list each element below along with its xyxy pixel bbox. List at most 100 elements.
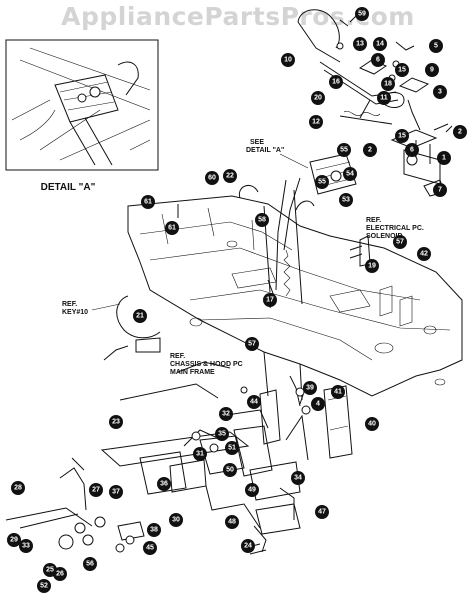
callout-bubble [133,309,147,323]
callout-bubble [223,169,237,183]
ref-electrical-line1: REF. [366,217,381,224]
callout-bubble [329,75,343,89]
callout-number: 35 [218,431,226,438]
callout-number: 16 [332,79,340,86]
callout-bubble [395,63,409,77]
callout-number: 34 [294,475,302,482]
ref-see-detail: SEE DETAIL "A" [246,139,309,169]
callout-bubble [425,63,439,77]
ref-key: REF. KEY#10 [62,301,121,316]
callout-bubble [339,193,353,207]
callout-number: 32 [222,411,230,418]
callout-bubble [405,143,419,157]
callout-bubble [453,125,467,139]
callout-number: 22 [226,173,234,180]
callout-bubble [433,85,447,99]
callout-number: 57 [396,239,404,246]
callout-bubble [365,259,379,273]
callout-number: 9 [430,67,434,74]
callout-number: 42 [420,251,428,258]
callout-bubble [303,381,317,395]
callout-bubble [331,385,345,399]
detail-a-inset [5,39,159,171]
ref-key-line2: KEY#10 [62,309,88,316]
callout-number: 31 [196,451,204,458]
callout-bubble [429,39,443,53]
callout-number: 24 [244,543,252,550]
callout-bubble [225,515,239,529]
callout-bubble [355,7,369,21]
callout-bubble [169,513,183,527]
callout-bubble [337,143,351,157]
ref-chassis-line2: CHASSIS & HOOD PC [170,361,243,368]
callout-number: 11 [380,95,388,102]
callout-bubble [11,481,25,495]
callout-number: 30 [172,517,180,524]
key-wire [103,295,161,361]
callout-bubble [417,247,431,261]
callout-number: 20 [314,95,322,102]
callout-number: 41 [334,389,342,396]
callout-number: 44 [250,399,258,406]
callout-bubble [353,37,367,51]
callout-number: 19 [368,263,376,270]
ref-see-detail-line2: DETAIL "A" [246,147,284,154]
callout-number: 47 [318,509,326,516]
callout-number: 26 [56,571,64,578]
callout-number: 61 [168,225,176,232]
callout-number: 59 [358,11,366,18]
callout-bubble [109,485,123,499]
callout-number: 6 [410,147,414,154]
callout-bubble [225,441,239,455]
callout-bubble [343,167,357,181]
callout-number: 37 [112,489,120,496]
callout-number: 57 [248,341,256,348]
callout-number: 7 [438,187,442,194]
callout-number: 14 [376,41,384,48]
callout-bubble [315,175,329,189]
springs-rods [177,184,303,309]
callout-number: 45 [146,545,154,552]
callout-number: 4 [316,401,320,408]
callout-number: 10 [284,57,292,64]
callout-bubble [37,579,51,593]
ref-see-detail-line1: SEE [250,139,264,146]
callout-number: 61 [144,199,152,206]
callout-bubble [19,539,33,553]
callout-bubble [315,505,329,519]
callout-bubble [247,395,261,409]
callout-number: 29 [10,537,18,544]
callout-number: 33 [22,543,30,550]
callout-bubble [143,541,157,555]
callout-number: 53 [342,197,350,204]
callout-bubble [109,415,123,429]
callout-number: 12 [312,119,320,126]
callout-number: 17 [266,297,274,304]
callout-number: 13 [356,41,364,48]
callout-bubble [245,483,259,497]
callout-number: 56 [86,561,94,568]
ref-chassis-line1: REF. [170,353,185,360]
callout-number: 15 [398,67,406,74]
ref-key-line1: REF. [62,301,77,308]
callout-bubble [393,235,407,249]
callout-number: 23 [112,419,120,426]
callout-number: 6 [376,57,380,64]
callout-bubble [365,417,379,431]
callout-bubble [373,37,387,51]
callout-bubble [363,143,377,157]
callout-bubble [241,539,255,553]
upper-linkage [297,9,430,131]
callout-bubble [311,91,325,105]
callout-number: 50 [226,467,234,474]
callout-bubble [165,221,179,235]
callout-number: 39 [306,385,314,392]
ref-chassis: REF. CHASSIS & HOOD PC MAIN FRAME [170,353,243,376]
callout-number: 3 [438,89,442,96]
callout-number: 51 [228,445,236,452]
callout-bubble [309,115,323,129]
callout-bubble [147,523,161,537]
callout-number: 55 [340,147,348,154]
